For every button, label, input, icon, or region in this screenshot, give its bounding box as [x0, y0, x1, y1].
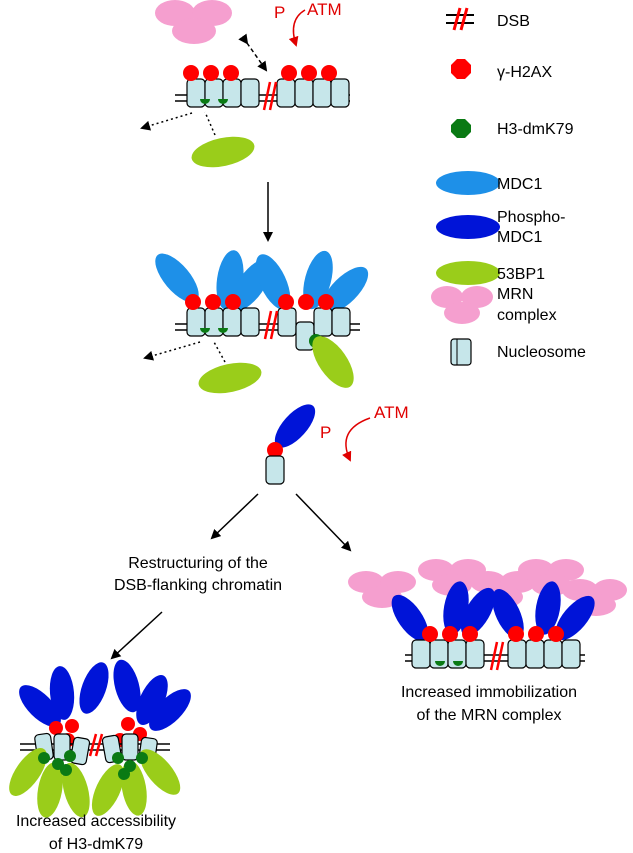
legend-dsb-label: DSB: [497, 13, 530, 30]
branch-arrow-left: [210, 493, 259, 540]
restructuring-label-2: DSB-flanking chromatin: [114, 577, 282, 594]
mrn-legend-icon: [431, 286, 493, 324]
bp53-legend-icon: [436, 261, 500, 285]
atm-phosphorylation-arrow-2: [342, 417, 371, 462]
legend-mdc1-label: MDC1: [497, 176, 542, 193]
bp53-free-1: [191, 136, 255, 168]
phospho-mdc1-legend-icon: [436, 215, 500, 239]
mdc1-phosphorylation: P ATM: [265, 403, 409, 485]
mrn-immobilization-result: [348, 559, 627, 671]
bp53-diffusion-arrow-2b: [213, 341, 226, 363]
phospho-mdc1-bound-left: [19, 659, 191, 731]
bp53-free-2: [198, 362, 262, 394]
nucleosome-single: [265, 455, 285, 485]
immobilization-label-1: Increased immobilization: [401, 684, 577, 701]
bp53-diffusion-arrow-1a: [140, 112, 193, 131]
h3-dmk79-accessibility-result: [9, 659, 191, 818]
gamma-h2ax-legend-icon: [451, 59, 471, 79]
nucleosome-legend-icon: [450, 338, 472, 366]
legend-nucleosome-label: Nucleosome: [497, 344, 586, 361]
stage-2: [143, 250, 369, 394]
legend-mrn-label-2: complex: [497, 307, 557, 324]
phospho-mdc1-bound-right: [391, 581, 595, 642]
h3-dmk79-legend-icon: [451, 119, 471, 138]
step-arrow-restructure: [110, 611, 163, 660]
bp53-bound-2: [312, 336, 354, 388]
branch-arrow-right: [295, 493, 352, 552]
stage-1: P ATM: [140, 0, 350, 168]
restructuring-label-1: Restructuring of the: [128, 555, 268, 572]
legend-mrn-label-1: MRN: [497, 286, 533, 303]
p-label-1: P: [274, 3, 285, 22]
legend-gamma-h2ax-label: γ-H2AX: [497, 64, 552, 81]
legend-phospho-mdc1-label-1: Phospho-: [497, 209, 566, 226]
chromatin-2: [175, 294, 360, 351]
legend-phospho-mdc1-label-2: MDC1: [497, 229, 542, 246]
bp53-bound-left: [9, 748, 181, 818]
legend-h3-dmk79-label: H3-dmK79: [497, 121, 574, 138]
immobilization-label-2: of the MRN complex: [417, 707, 562, 724]
mrn-exchange-arrow: [238, 33, 268, 72]
p-label-2: P: [320, 423, 331, 442]
gamma-h2ax-single: [267, 442, 283, 458]
mdc1-legend-icon: [436, 171, 500, 195]
dsb-legend-icon: [446, 7, 474, 31]
phospho-mdc1-single: [274, 404, 316, 448]
atm-label-1: ATM: [307, 0, 342, 19]
mrn-complex-cluster: [348, 559, 627, 616]
chromatin-1: [175, 65, 350, 111]
accessibility-label-2: of H3-dmK79: [49, 836, 143, 853]
mrn-complex-free: [155, 0, 232, 44]
bp53-diffusion-arrow-2a: [143, 341, 201, 361]
bp53-diffusion-arrow-1b: [204, 111, 216, 136]
atm-phosphorylation-arrow-1: [288, 9, 306, 47]
accessibility-label-1: Increased accessibility: [16, 813, 176, 830]
h3-dmk79-exposed: [38, 750, 148, 780]
legend: DSB γ-H2AX H3-dmK79 MDC1 Phospho- MDC1 5…: [431, 7, 586, 366]
chromatin-right: [405, 626, 585, 671]
legend-53bp1-label: 53BP1: [497, 266, 545, 283]
atm-label-2: ATM: [374, 403, 409, 422]
